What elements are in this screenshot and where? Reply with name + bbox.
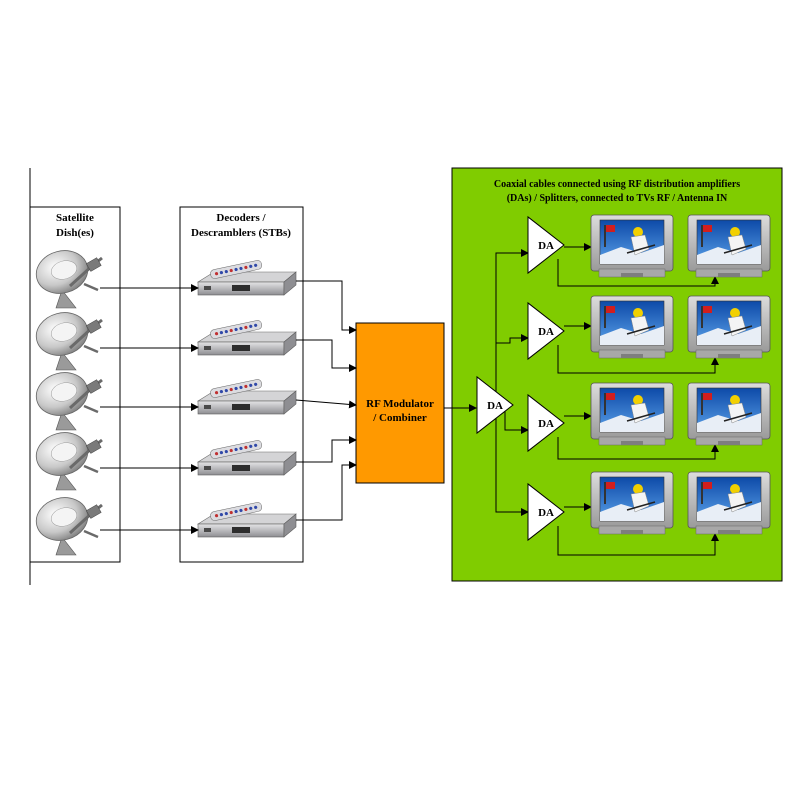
decoders-title-line1: Decoders / <box>216 212 266 224</box>
television-icon <box>590 295 674 359</box>
set-top-box-icon <box>196 440 297 476</box>
connection-line <box>557 259 719 287</box>
television-icon <box>687 471 771 535</box>
satellite-dish-icon <box>35 432 103 491</box>
television-icon <box>590 471 674 535</box>
satellite-title-line2: Dish(es) <box>56 227 94 239</box>
set-top-box-icon <box>196 379 297 415</box>
amplifier-triangle <box>527 215 565 275</box>
distribution-title-line2: (DAs) / Splitters, connected to TVs RF /… <box>507 193 728 204</box>
amplifier-label: DA <box>538 418 554 430</box>
connection-line <box>557 526 719 556</box>
amplifier-triangle <box>527 301 565 361</box>
satellite-title-line1: Satellite <box>56 212 94 224</box>
set-top-box-icon <box>196 260 297 296</box>
rf-modulator-label-line2: / Combiner <box>372 412 427 424</box>
amplifier-triangle <box>527 393 565 453</box>
connection-line <box>496 334 529 344</box>
satellite-dish-icon <box>35 250 103 309</box>
tv-group <box>590 214 771 535</box>
television-icon <box>687 214 771 278</box>
set-top-box-icon <box>196 502 297 538</box>
distribution-title-line1: Coaxial cables connected using RF distri… <box>494 179 740 190</box>
satellite-dish-icon <box>35 312 103 371</box>
amplifier-label: DA <box>487 400 503 412</box>
satellite-dish-icon <box>35 497 103 556</box>
connection-line <box>296 461 357 521</box>
television-icon <box>687 295 771 359</box>
satellite-dish-icon <box>35 372 103 431</box>
amplifier-triangle <box>476 375 514 435</box>
television-icon <box>687 382 771 446</box>
television-icon <box>590 382 674 446</box>
amplifier-triangle <box>527 482 565 542</box>
connection-line <box>296 280 357 334</box>
connection-line <box>295 399 357 409</box>
decoders-title-line2: Descramblers (STBs) <box>191 227 291 239</box>
rf-modulator-label-line1: RF Modulator <box>366 398 434 410</box>
television-icon <box>590 214 674 278</box>
amplifier-group: DA DA DA DA DA <box>476 215 565 542</box>
amplifier-label: DA <box>538 326 554 338</box>
amplifier-label: DA <box>538 240 554 252</box>
connection-line <box>557 345 719 374</box>
connection-lines <box>100 243 719 556</box>
amplifier-label: DA <box>538 507 554 519</box>
connection-line <box>296 436 357 463</box>
stb-group <box>196 260 297 538</box>
satellite-dish-group <box>35 250 103 556</box>
connection-line <box>495 405 529 516</box>
connection-line <box>557 437 719 460</box>
connection-line <box>296 339 357 372</box>
rf-modulator-box <box>355 322 445 484</box>
